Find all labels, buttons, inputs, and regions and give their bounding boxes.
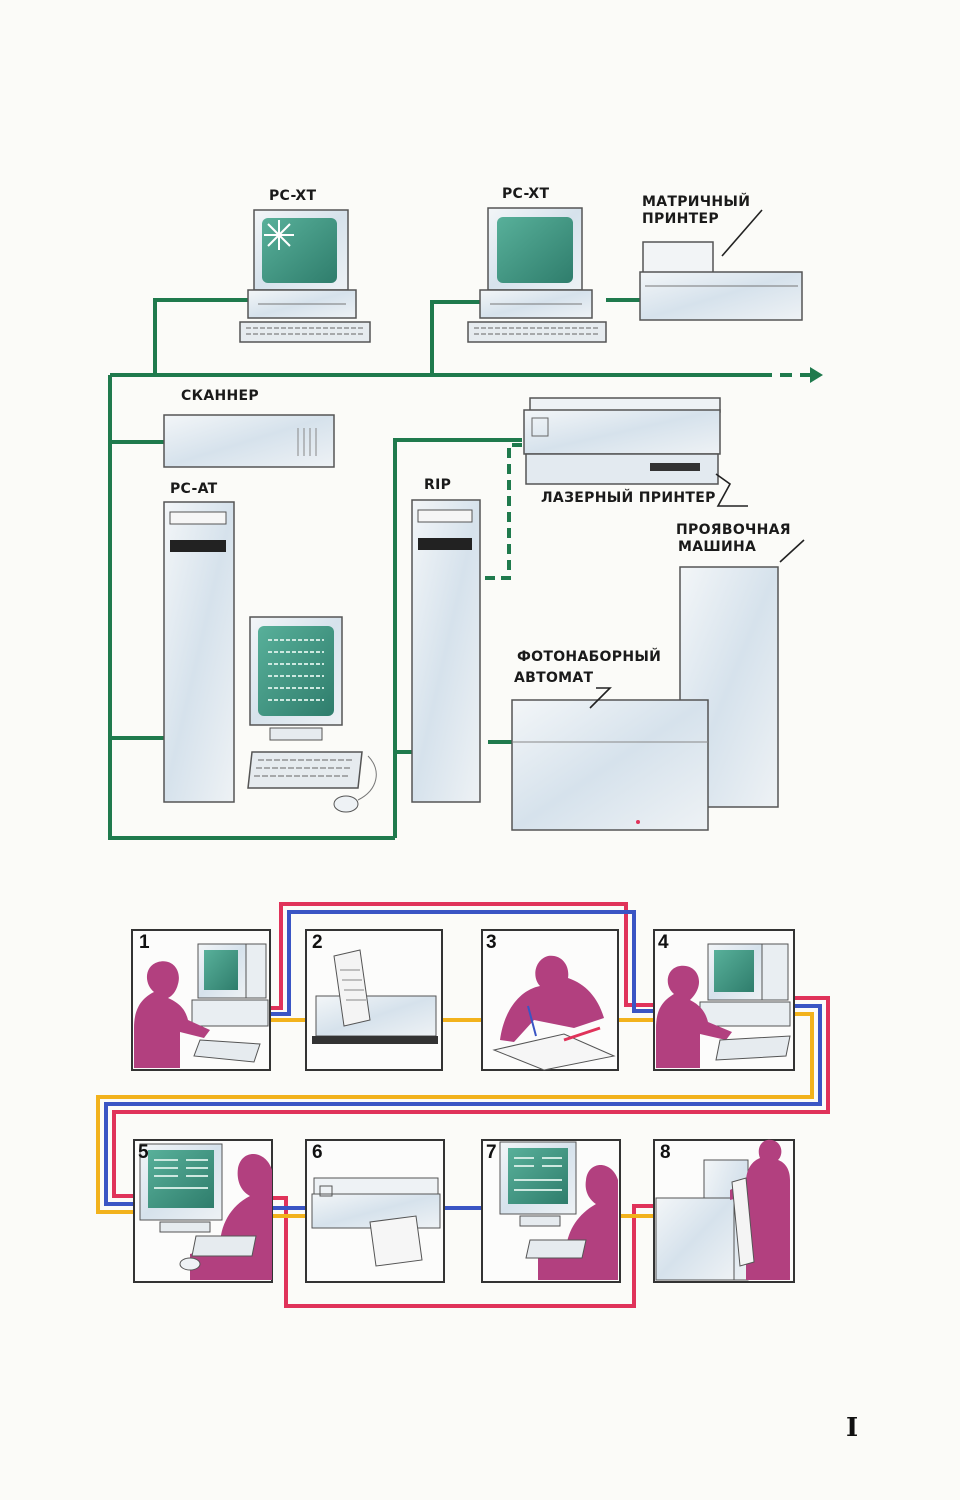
step-number-3: 3 [486,932,497,953]
step-4-illustration [656,943,791,1068]
arrow-right-icon [810,367,823,383]
pc-at [163,501,377,813]
step-number-8: 8 [660,1142,671,1163]
step-number-2: 2 [312,932,323,953]
step-number-1: 1 [139,932,150,953]
rip-label: RIP [424,477,452,493]
dot-matrix-printer-label-line1: МАТРИЧНЫЙ [642,194,751,210]
film-processor-label-line1: ПРОЯВОЧНАЯ [676,522,791,538]
imagesetter-label-line1: ФОТОНАБОРНЫЙ [517,649,662,665]
pc-xt-right-label: PC-XT [502,186,550,202]
pc-xt-right [467,207,607,343]
dot-matrix-printer-label-line2: ПРИНТЕР [642,211,719,227]
imagesetter [511,687,709,831]
pc-at-label: PC-AT [170,481,218,497]
dot-matrix-printer [639,209,803,321]
scanner [163,414,335,468]
scanner-label: СКАННЕР [181,388,259,404]
laser-printer-label: ЛАЗЕРНЫЙ ПРИНТЕР [541,490,716,506]
film-processor-label-line2: МАШИНА [678,539,757,555]
step-8-illustration [655,1139,790,1281]
step-number-6: 6 [312,1142,323,1163]
step-6-illustration [311,1177,441,1267]
pc-xt-left-label: PC-XT [269,188,317,204]
pc-xt-left [239,209,371,343]
workflow-lines [96,902,830,1308]
step-3-illustration [492,955,616,1071]
imagesetter-label-line2: АВТОМАТ [514,670,594,686]
step-number-4: 4 [658,932,669,953]
step-2-illustration [312,949,438,1044]
network-lines [108,298,810,840]
step-1-illustration [134,943,269,1068]
page-number: I [846,1413,859,1443]
step-5-illustration [139,1143,272,1280]
rip-server [411,499,481,803]
step-number-7: 7 [486,1142,497,1163]
step-7-illustration [499,1141,618,1280]
step-number-5: 5 [138,1142,149,1163]
laser-printer [523,397,748,507]
